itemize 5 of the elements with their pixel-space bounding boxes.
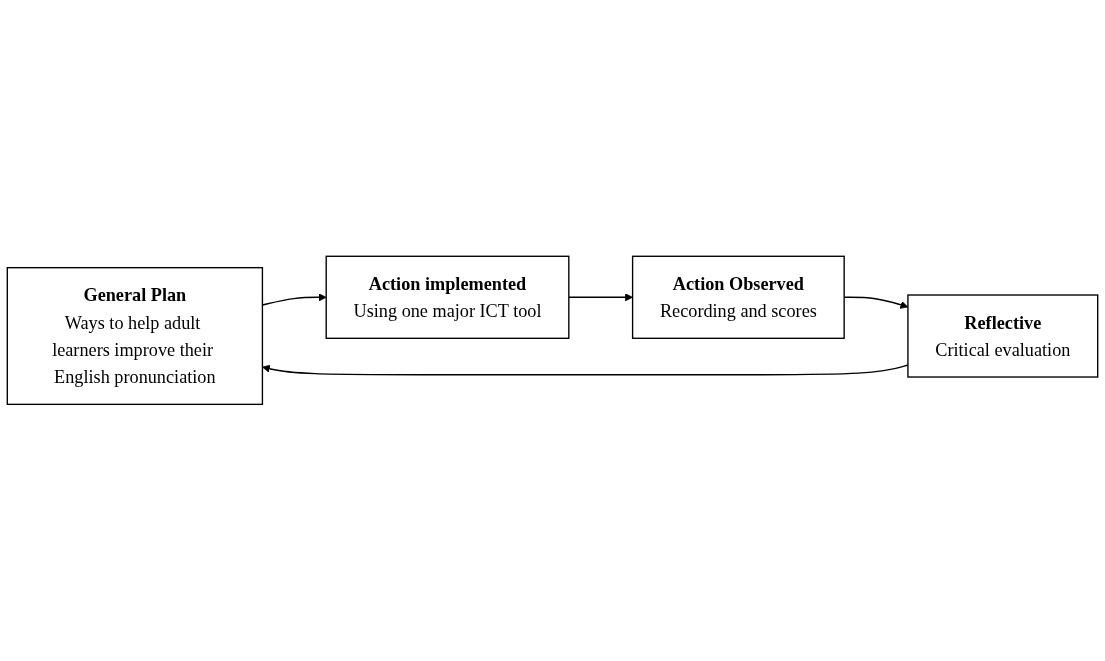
- arrow: [568, 293, 633, 302]
- node-box: Action Observed Recording and scores: [631, 255, 845, 340]
- node-box: Reflective Critical evaluation: [907, 294, 1099, 378]
- node-box: Action implemented Using one major ICT tool: [325, 255, 570, 340]
- node-box: General Plan Ways to help adult learners improve their English pronunciation: [6, 267, 264, 406]
